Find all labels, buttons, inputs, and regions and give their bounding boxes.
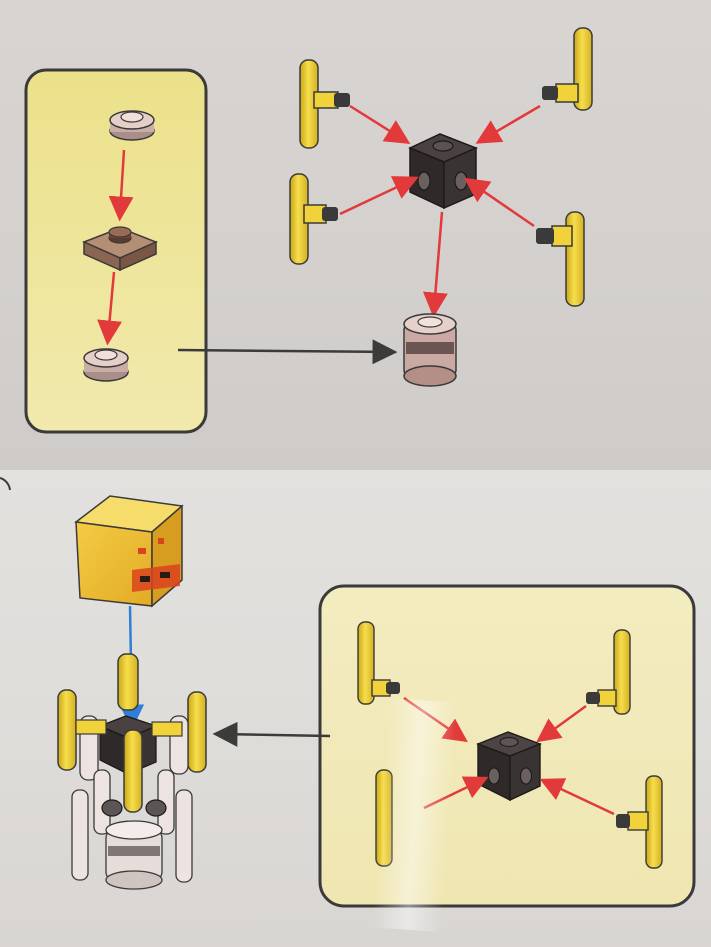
step-number-circle-fragment xyxy=(0,478,10,490)
round-plate-top-icon xyxy=(110,111,154,140)
arrow-to-brick-4 xyxy=(470,182,534,226)
yellow-bar-holder-bottom-left xyxy=(290,174,338,264)
blaze-head-icon xyxy=(76,496,182,606)
yellow-bar-holder-top-left xyxy=(300,60,350,148)
yellow-bar-holder-top-right xyxy=(542,28,592,110)
arrow-to-brick-2 xyxy=(482,106,540,140)
arrow-callout-to-figure xyxy=(220,734,330,736)
arrow-brick-to-stack xyxy=(434,212,442,310)
assembled-figure-icon xyxy=(58,654,206,889)
dark-brick-icon xyxy=(410,134,476,208)
yellow-bar-holder-bottom-right xyxy=(536,212,584,306)
arrow-to-brick-3 xyxy=(340,180,412,214)
yellow-bar-holder-callout-bl xyxy=(376,770,392,866)
transparent-stack-icon xyxy=(404,314,456,386)
arrow-to-brick-1 xyxy=(350,106,404,140)
round-plate-bottom-icon xyxy=(84,349,128,381)
arrow-callout-to-assembly xyxy=(178,350,390,352)
